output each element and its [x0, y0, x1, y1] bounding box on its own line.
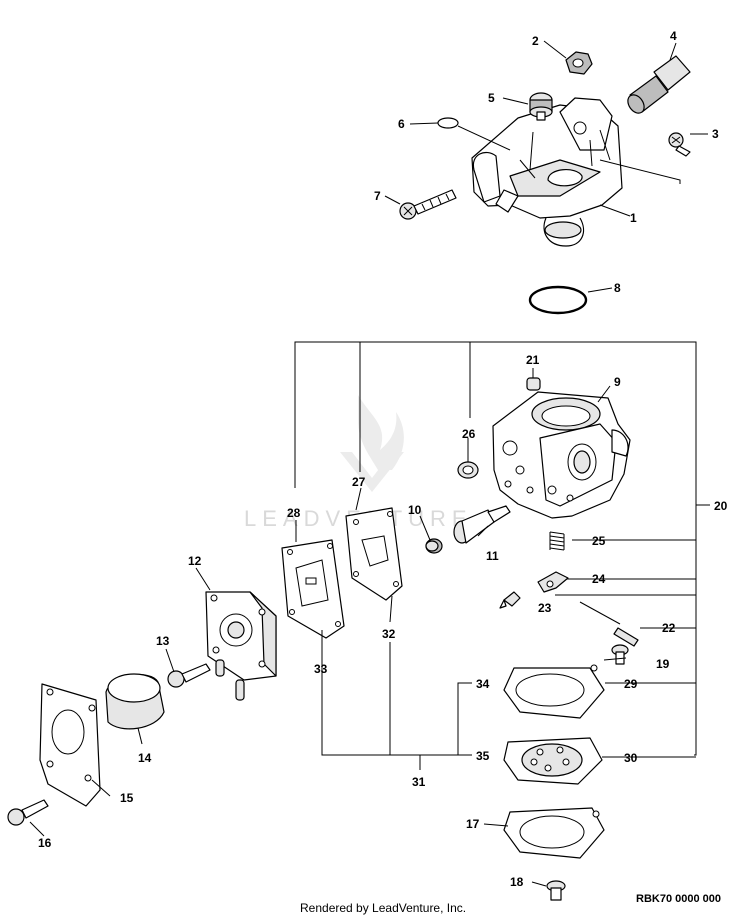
label-28: 28 — [287, 506, 301, 520]
label-33: 33 — [314, 662, 328, 676]
part-22-pin — [613, 627, 639, 647]
part-10-cap — [425, 538, 443, 554]
part-7-screw — [399, 189, 457, 220]
label-15: 15 — [120, 791, 134, 805]
label-22: 22 — [662, 621, 676, 635]
label-23: 23 — [538, 601, 552, 615]
part-8-o-ring — [528, 285, 588, 315]
part-21-plug — [526, 377, 541, 391]
leaders-upper — [384, 40, 708, 293]
label-20: 20 — [714, 499, 728, 513]
part-34-gasket — [503, 664, 605, 719]
label-19: 19 — [656, 657, 670, 671]
label-24: 24 — [592, 572, 606, 586]
label-2: 2 — [532, 34, 539, 48]
label-34: 34 — [476, 677, 490, 691]
label-27: 27 — [352, 475, 366, 489]
kit-31-bracket-lines — [321, 620, 472, 770]
part-11-needle — [453, 505, 511, 544]
label-14: 14 — [138, 751, 152, 765]
part-4-adjust-knob — [627, 55, 691, 114]
label-1: 1 — [630, 211, 637, 225]
label-4: 4 — [670, 29, 677, 43]
diagram-code: RBK70 0000 000 — [636, 893, 722, 905]
part-28-gasket — [281, 539, 345, 639]
label-8: 8 — [614, 281, 621, 295]
part-5-cap — [529, 92, 553, 121]
label-18: 18 — [510, 875, 524, 889]
part-16-screw — [7, 799, 49, 826]
part-25-spring — [549, 531, 565, 551]
label-3: 3 — [712, 127, 719, 141]
part-23-inlet-needle — [499, 591, 521, 609]
part-18-screw — [546, 880, 566, 901]
footer-credit: Rendered by LeadVenture, Inc. — [300, 901, 467, 915]
part-35-diaphragm — [503, 737, 603, 785]
label-30: 30 — [624, 751, 638, 765]
label-7: 7 — [374, 189, 381, 203]
watermark-logo: LEADVENTURE — [244, 395, 467, 531]
part-2-nut — [565, 51, 593, 75]
label-31: 31 — [412, 775, 426, 789]
label-12: 12 — [188, 554, 202, 568]
part-15-plate — [39, 683, 101, 807]
part-19-screw — [611, 644, 629, 665]
label-13: 13 — [156, 634, 170, 648]
label-25: 25 — [592, 534, 606, 548]
label-17: 17 — [466, 817, 480, 831]
label-9: 9 — [614, 375, 621, 389]
part-24-lever — [537, 571, 569, 593]
label-10: 10 — [408, 503, 422, 517]
part-3-screw — [668, 132, 691, 157]
part-14-filter-cup — [105, 673, 165, 730]
part-6-clip — [437, 117, 459, 129]
part-17-cover — [503, 807, 605, 859]
label-16: 16 — [38, 836, 52, 850]
kit-bracket-lines — [294, 341, 710, 758]
part-12-pump-cover — [205, 591, 277, 701]
part-1-housing — [471, 97, 623, 247]
label-11: 11 — [486, 549, 499, 563]
part-9-carburetor-body — [492, 391, 631, 519]
part-13-screw — [167, 663, 211, 688]
part-26-seal — [457, 461, 479, 479]
label-21: 21 — [526, 353, 540, 367]
label-5: 5 — [488, 91, 495, 105]
label-26: 26 — [462, 427, 476, 441]
label-6: 6 — [398, 117, 405, 131]
label-29: 29 — [624, 677, 638, 691]
label-32: 32 — [382, 627, 396, 641]
leaders-lower — [29, 385, 627, 887]
label-35: 35 — [476, 749, 490, 763]
part-number-labels: 1 2 3 4 5 6 7 8 9 10 11 12 13 14 15 16 1… — [38, 29, 728, 889]
part-27-gasket — [345, 507, 403, 601]
